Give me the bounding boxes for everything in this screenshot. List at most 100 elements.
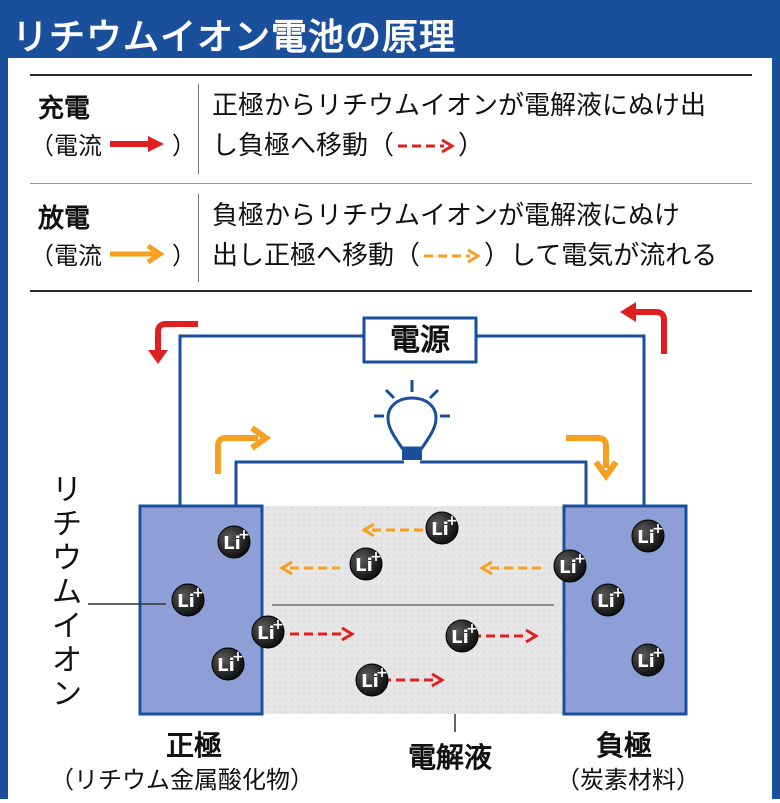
charge-label: 充電	[38, 94, 91, 124]
lithium-ion-10: Li+	[631, 519, 665, 553]
svg-text:+: +	[466, 621, 478, 637]
title-bar: リチウムイオン電池の原理	[0, 0, 780, 58]
electrolyte-label: 電解液	[408, 741, 493, 774]
charge-current-note: （電流 ）	[30, 126, 196, 161]
svg-text:Li: Li	[559, 557, 577, 578]
power-wire-left	[178, 334, 366, 508]
lithium-ion-char-1: リ	[52, 473, 82, 508]
lithium-ion-12: Li+	[631, 643, 665, 677]
discharge-ion-arrow-2	[279, 560, 340, 576]
svg-text:+: +	[574, 551, 586, 567]
battery-diagram: Li+Li+Li+Li+Li+Li+Li+Li+Li+Li+Li+Li+ 電源 …	[8, 296, 772, 799]
lithium-ion-3: Li+	[211, 647, 245, 681]
svg-text:Li: Li	[361, 671, 379, 692]
lithium-ions: Li+Li+Li+Li+Li+Li+Li+Li+Li+Li+Li+Li+	[171, 511, 665, 697]
lithium-ion-9: Li+	[553, 549, 587, 583]
charge-current-arrow-left	[148, 321, 198, 364]
charge-ion-arrow-3	[382, 672, 445, 688]
svg-text:Li: Li	[257, 623, 275, 644]
discharge-ion-arrow-3	[479, 560, 544, 576]
negative-electrode-label: 負極	[596, 729, 653, 762]
svg-text:+: +	[232, 649, 244, 665]
svg-text:+: +	[446, 513, 458, 529]
svg-text:Li: Li	[223, 533, 241, 554]
svg-text:+: +	[192, 585, 204, 601]
discharge-current-open: （電流	[30, 242, 102, 270]
power-source-box	[362, 316, 478, 364]
discharge-current-arrow-icon	[110, 243, 165, 264]
lithium-ion-char-6: オ	[52, 643, 82, 678]
frame-left	[0, 58, 8, 799]
charge-desc-line2: し負極へ移動（ ）	[212, 126, 742, 166]
lithium-ion-11: Li+	[591, 583, 625, 617]
negative-electrode-material: （炭素材料）	[556, 766, 700, 794]
lamp-wire-left	[234, 460, 404, 508]
discharge-current-arrow-right	[566, 435, 619, 482]
positive-electrode-material: （リチウム金属酸化物）	[50, 766, 314, 794]
svg-text:+: +	[652, 521, 664, 537]
lithium-ion-1: Li+	[217, 525, 251, 559]
lithium-ion-4: Li+	[251, 615, 285, 649]
lithium-ion-8: Li+	[355, 663, 389, 697]
table-divider-charge	[198, 84, 199, 174]
positive-electrode-label: 正極	[166, 729, 223, 762]
charge-ion-arrow-icon	[398, 138, 455, 154]
svg-text:Li: Li	[355, 555, 373, 576]
discharge-desc-line1: 負極からリチウムイオンが電解液にぬけ	[212, 201, 681, 231]
charge-desc-line2b: ）	[458, 131, 485, 161]
discharge-desc-line2a: 出し正極へ移動（	[212, 241, 421, 271]
svg-text:Li: Li	[177, 591, 195, 612]
svg-text:+: +	[272, 617, 284, 633]
lithium-ion-char-5: イ	[52, 609, 82, 644]
discharge-label: 放電	[38, 204, 91, 234]
table-rule-top	[30, 74, 752, 76]
lithium-ion-char-2: チ	[52, 507, 82, 542]
electrolyte-area	[256, 506, 568, 714]
negative-electrode	[562, 504, 688, 716]
lithium-ion-2: Li+	[171, 583, 205, 617]
table-rule-mid	[30, 183, 752, 184]
svg-text:Li: Li	[217, 655, 235, 676]
discharge-description: 負極からリチウムイオンが電解液にぬけ 出し正極へ移動（ ）して電気が流れる	[212, 196, 742, 276]
svg-text:Li: Li	[431, 519, 449, 540]
lithium-ion-char-3: ウ	[52, 541, 82, 576]
table-rule-bottom	[30, 290, 752, 292]
lithium-ion-label: リ チ ウ ム イ オ ン	[50, 474, 84, 712]
charge-desc-line1: 正極からリチウムイオンが電解液にぬけ出	[212, 91, 707, 121]
discharge-ion-arrow-icon	[424, 248, 481, 264]
svg-text:+: +	[652, 645, 664, 661]
lithium-ion-char-7: ン	[52, 677, 82, 712]
lithium-ion-5: Li+	[349, 547, 383, 581]
discharge-ion-arrow-1	[361, 522, 428, 538]
svg-text:+: +	[370, 549, 382, 565]
page-title: リチウムイオン電池の原理	[12, 17, 457, 58]
svg-text:Li: Li	[451, 627, 469, 648]
charge-ion-arrow-1	[290, 626, 355, 642]
charge-current-close: ）	[172, 132, 196, 160]
discharge-current-close: ）	[172, 242, 196, 270]
power-wire-right	[474, 334, 646, 508]
charge-current-open: （電流	[30, 132, 102, 160]
light-bulb-icon	[374, 380, 450, 460]
charge-ion-arrow-2	[472, 628, 539, 644]
svg-text:Li: Li	[637, 527, 655, 548]
svg-text:Li: Li	[637, 651, 655, 672]
lithium-ion-7: Li+	[445, 619, 479, 653]
discharge-desc-line2: 出し正極へ移動（ ）して電気が流れる	[212, 236, 742, 276]
lithium-ion-char-4: ム	[52, 575, 82, 610]
discharge-current-note: （電流 ）	[30, 236, 196, 271]
power-source-label: 電源	[390, 323, 450, 358]
svg-text:Li: Li	[597, 591, 615, 612]
discharge-current-arrow-left	[215, 425, 272, 474]
discharge-desc-line2b: ）して電気が流れる	[484, 241, 718, 271]
charge-current-arrow-icon	[110, 135, 164, 152]
svg-text:+: +	[612, 585, 624, 601]
charge-description: 正極からリチウムイオンが電解液にぬけ出 し負極へ移動（ ）	[212, 86, 742, 166]
table-divider-discharge	[198, 194, 199, 282]
charge-desc-line2a: し負極へ移動（	[212, 131, 395, 161]
svg-text:+: +	[238, 527, 250, 543]
charge-current-arrow-right	[620, 302, 667, 354]
battery-diagram-svg: Li+Li+Li+Li+Li+Li+Li+Li+Li+Li+Li+Li+ 電源	[88, 302, 688, 732]
svg-text:+: +	[376, 665, 388, 681]
frame-right	[772, 58, 780, 799]
